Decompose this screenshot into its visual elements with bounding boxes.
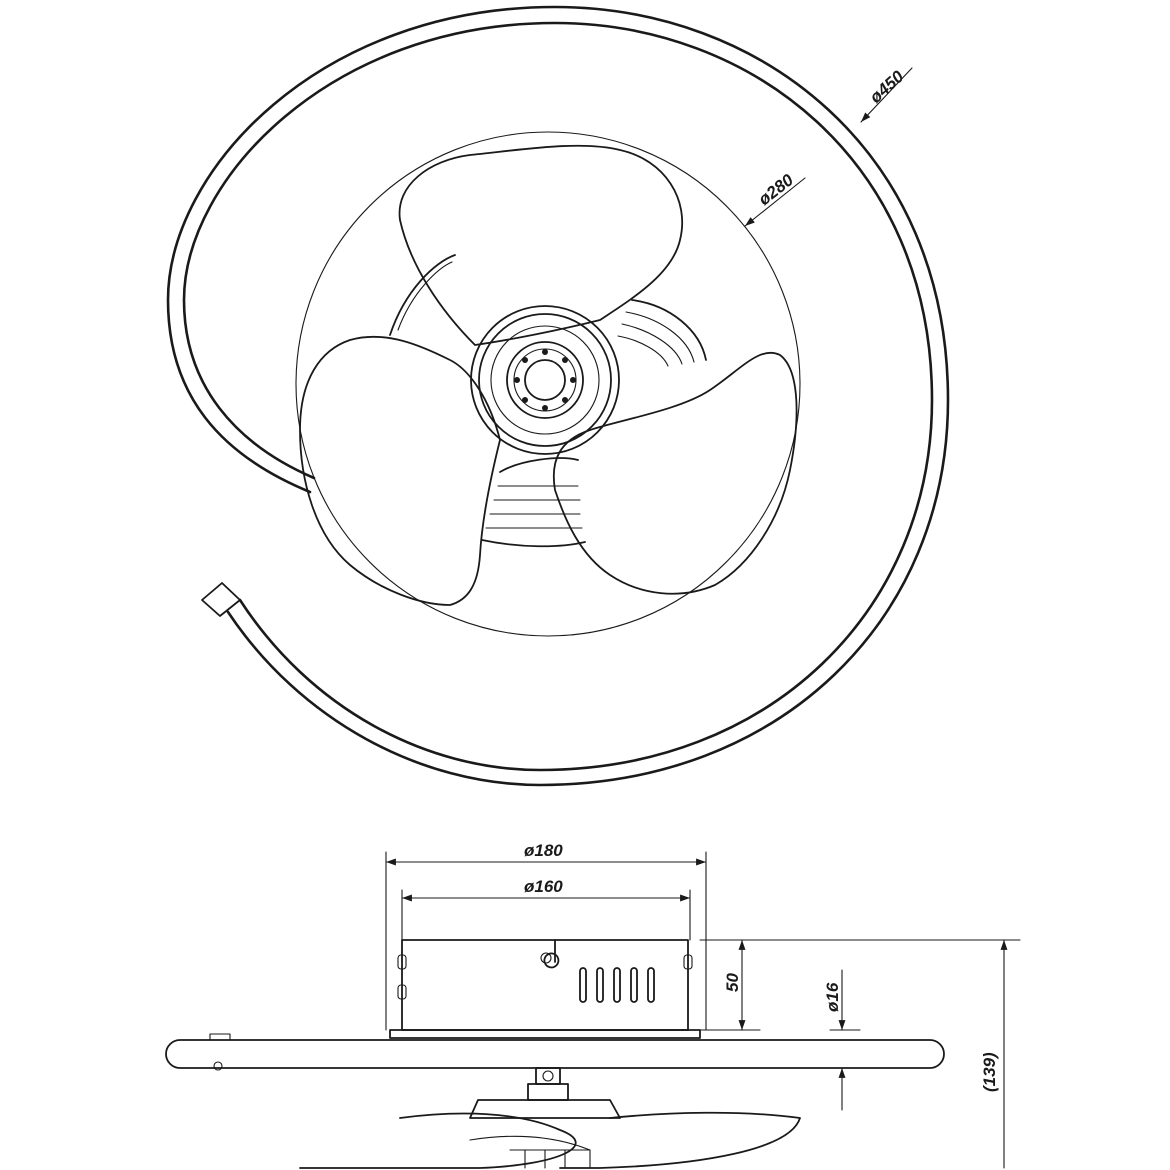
- dim-housing-height-label: 50: [723, 973, 742, 992]
- extension-lines: [385, 851, 1021, 1069]
- dim-housing-outer: ø180: [385, 841, 707, 866]
- dim-ring-thickness-label: ø16: [823, 982, 842, 1012]
- dim-total-height-label: (139): [980, 1052, 999, 1092]
- motor-housing-box: [389, 939, 701, 1039]
- dim-ring-thickness: ø16: [823, 969, 846, 1111]
- side-blades: [299, 1067, 801, 1169]
- dim-blade-circle: ø280: [744, 170, 806, 227]
- dim-housing-inner-label: ø160: [524, 877, 563, 896]
- top-view: ø450 ø280: [166, 5, 950, 787]
- blade-circle: [295, 131, 801, 637]
- side-view: ø180 ø160 50 ø16 (139): [165, 841, 1021, 1169]
- dim-housing-outer-label: ø180: [524, 841, 563, 860]
- center-hub: [470, 305, 620, 455]
- dim-housing-height: 50: [723, 939, 746, 1031]
- fan-blades: [299, 144, 798, 606]
- blade-left: [299, 335, 501, 606]
- dim-outer-ring-label: ø450: [866, 67, 908, 107]
- vent-slots: [579, 967, 655, 1003]
- hub-bolts: [514, 349, 576, 411]
- ring-bar-side: [165, 1033, 945, 1071]
- motor-housing-rings: [389, 254, 707, 548]
- dim-blade-circle-label: ø280: [755, 170, 798, 209]
- dim-housing-inner: ø160: [401, 877, 691, 902]
- outer-spiral-ring: [166, 5, 950, 787]
- blade-top: [398, 144, 684, 346]
- dim-outer-ring: ø450: [860, 67, 913, 123]
- dim-total-height: (139): [980, 939, 1008, 1169]
- blade-right: [552, 351, 798, 595]
